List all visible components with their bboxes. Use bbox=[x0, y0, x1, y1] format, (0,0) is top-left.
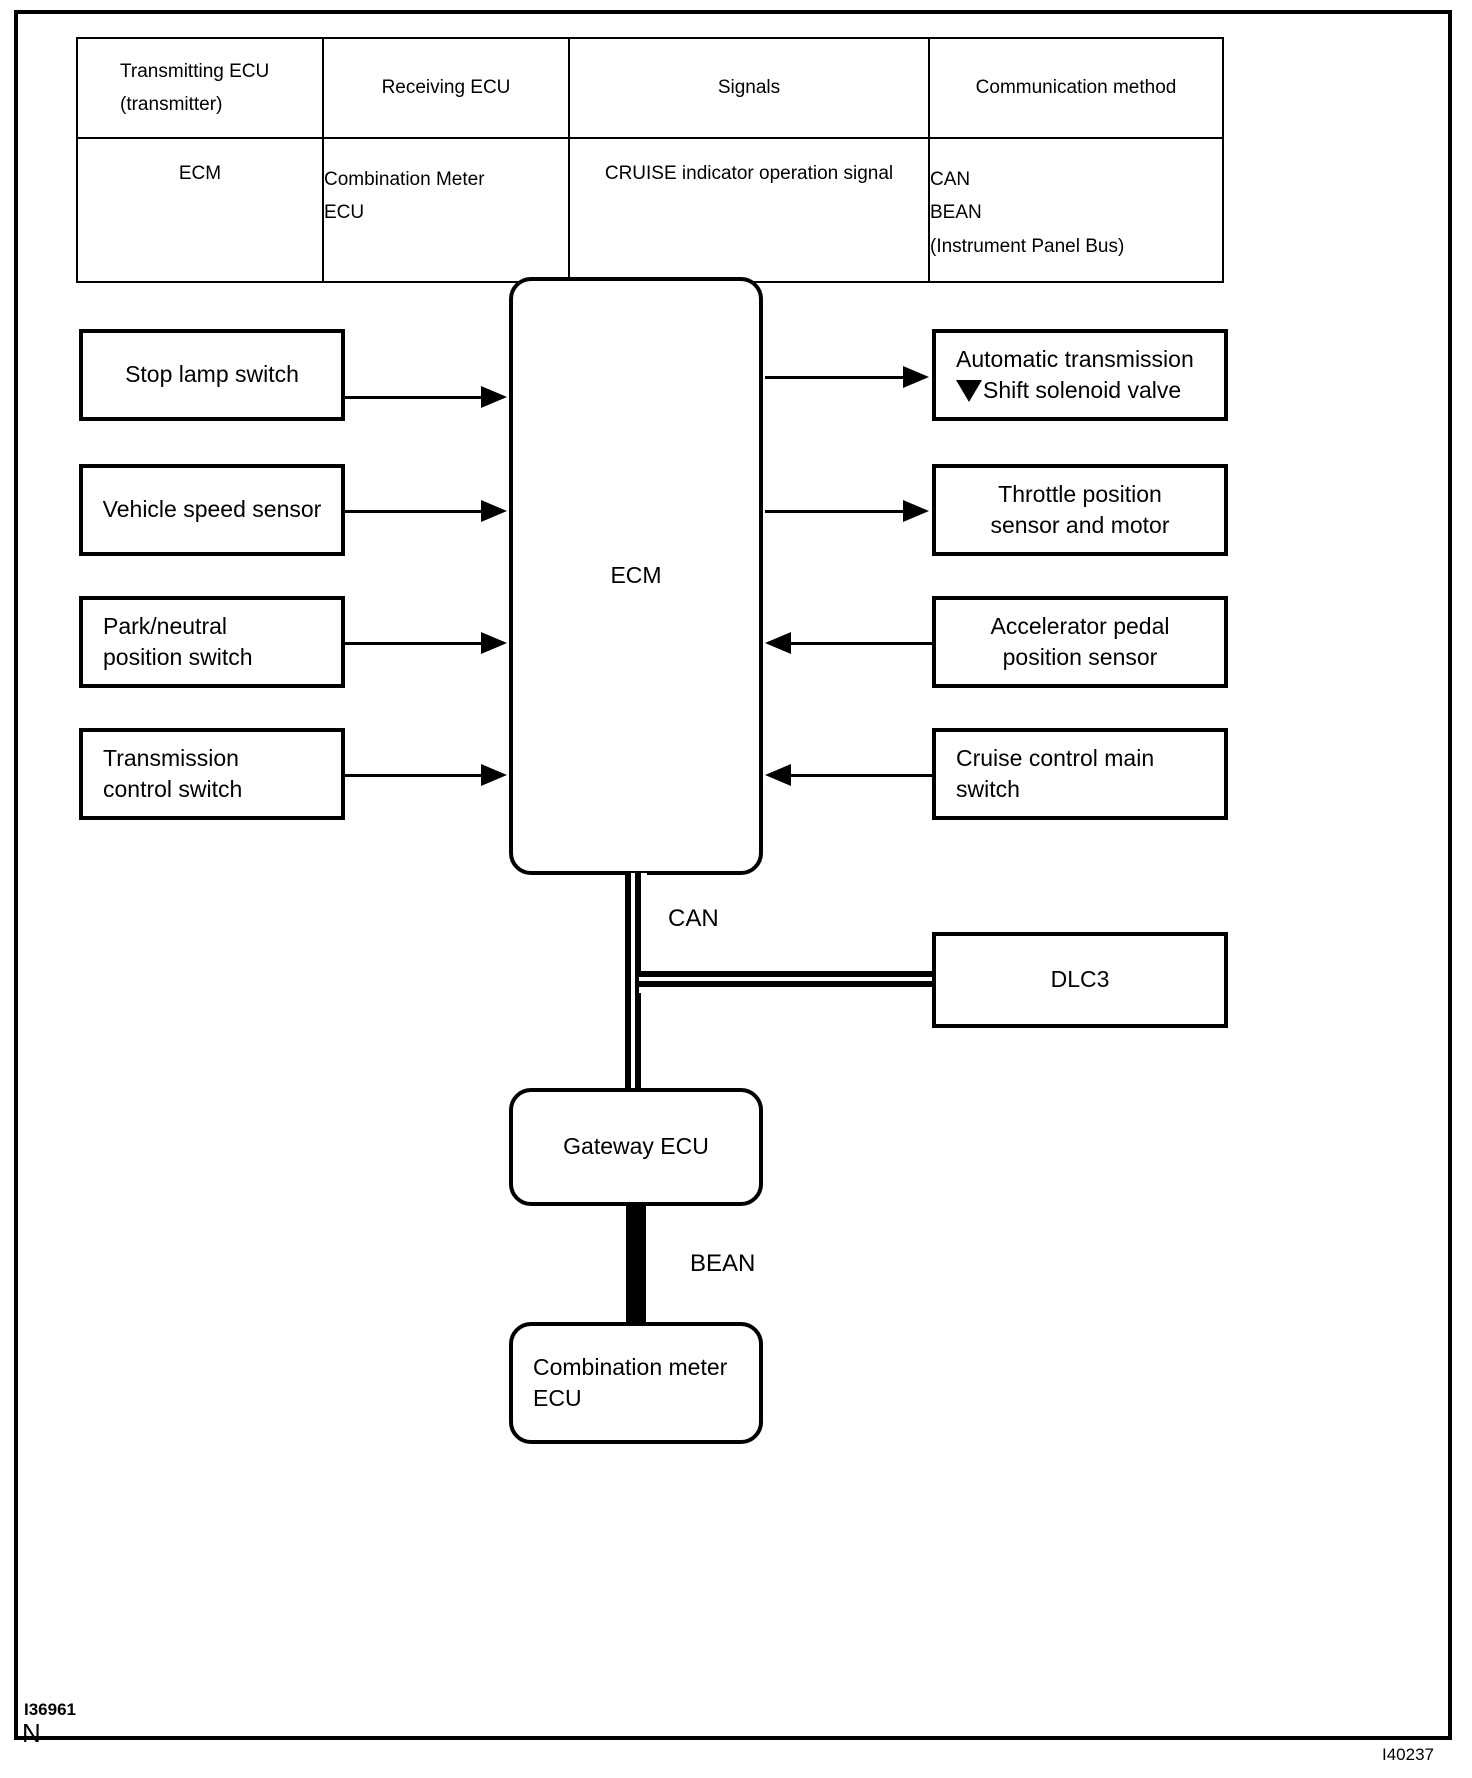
can-bus-trunk bbox=[625, 873, 647, 1091]
method-line1: CAN bbox=[930, 169, 971, 190]
vehicle-speed-sensor-label: Vehicle speed sensor bbox=[102, 496, 322, 523]
stop-lamp-switch-node: Stop lamp switch bbox=[79, 329, 345, 421]
arrow-transmission-control-icon bbox=[481, 764, 507, 786]
cruise-control-line2: switch bbox=[956, 776, 1020, 802]
shift-solenoid-valve-line: Shift solenoid valve bbox=[956, 375, 1224, 406]
connector-throttle-position bbox=[765, 510, 905, 513]
combination-meter-line2: ECU bbox=[533, 1385, 582, 1411]
can-bus-label: CAN bbox=[668, 905, 719, 932]
arrow-throttle-position-icon bbox=[903, 500, 929, 522]
arrow-stop-lamp-icon bbox=[481, 386, 507, 408]
connector-park-neutral bbox=[345, 642, 483, 645]
header-transmitting-line1: Transmitting ECU bbox=[120, 60, 270, 82]
arrow-park-neutral-icon bbox=[481, 632, 507, 654]
throttle-position-node: Throttle position sensor and motor bbox=[932, 464, 1228, 556]
method-line2: BEAN bbox=[930, 202, 982, 224]
cell-receiving-line2: ECU bbox=[324, 202, 365, 224]
table-header-signals: Signals bbox=[568, 37, 930, 139]
connector-cruise-control bbox=[791, 774, 932, 777]
table-row: ECM Combination Meter ECU CRUISE indicat… bbox=[76, 137, 1224, 283]
table-header-method: Communication method bbox=[928, 37, 1224, 139]
connector-accelerator-pedal bbox=[791, 642, 932, 645]
throttle-position-line2: sensor and motor bbox=[990, 512, 1170, 538]
dlc3-label: DLC3 bbox=[1050, 966, 1110, 993]
table-header-row: Transmitting ECU (transmitter) Receiving… bbox=[76, 37, 1224, 139]
method-line3: (Instrument Panel Bus) bbox=[930, 235, 1125, 257]
arrow-vehicle-speed-icon bbox=[481, 500, 507, 522]
combination-meter-line1: Combination meter bbox=[533, 1353, 728, 1380]
cell-signals: CRUISE indicator operation signal bbox=[568, 137, 930, 283]
park-neutral-position-switch-label: Park/neutral position switch bbox=[83, 611, 341, 673]
cruise-control-main-switch-node: Cruise control main switch bbox=[932, 728, 1228, 820]
table-header-transmitting: Transmitting ECU (transmitter) bbox=[76, 37, 324, 139]
combination-meter-ecu-node: Combination meter ECU bbox=[509, 1322, 763, 1444]
cell-communication-method: CAN BEAN (Instrument Panel Bus) bbox=[928, 137, 1224, 283]
footer-code-left: I36961 bbox=[24, 1700, 76, 1719]
bean-bus-line bbox=[626, 1204, 646, 1332]
vehicle-speed-sensor-node: Vehicle speed sensor bbox=[79, 464, 345, 556]
throttle-position-line1: Throttle position bbox=[998, 480, 1162, 507]
cruise-control-main-switch-label: Cruise control main switch bbox=[936, 743, 1224, 805]
gateway-ecu-node: Gateway ECU bbox=[509, 1088, 763, 1206]
transmission-control-switch-label: Transmission control switch bbox=[83, 743, 341, 805]
accelerator-pedal-line1: Accelerator pedal bbox=[990, 612, 1170, 639]
transmission-control-switch-node: Transmission control switch bbox=[79, 728, 345, 820]
park-neutral-position-switch-node: Park/neutral position switch bbox=[79, 596, 345, 688]
automatic-transmission-node: Automatic transmission Shift solenoid va… bbox=[932, 329, 1228, 421]
page-border bbox=[14, 10, 1452, 1740]
automatic-transmission-label: Automatic transmission Shift solenoid va… bbox=[936, 344, 1224, 406]
accelerator-pedal-line2: position sensor bbox=[1002, 644, 1158, 670]
connector-automatic-transmission bbox=[765, 376, 905, 379]
bean-bus-label: BEAN bbox=[690, 1250, 756, 1277]
connector-transmission-control bbox=[345, 774, 483, 777]
throttle-position-label: Throttle position sensor and motor bbox=[936, 479, 1224, 541]
triangle-down-icon bbox=[956, 380, 982, 402]
dlc3-node: DLC3 bbox=[932, 932, 1228, 1028]
arrow-cruise-control-icon bbox=[765, 764, 791, 786]
arrow-accelerator-pedal-icon bbox=[765, 632, 791, 654]
shift-solenoid-valve-text: Shift solenoid valve bbox=[983, 377, 1182, 403]
cell-transmitting-ecu: ECM bbox=[76, 137, 324, 283]
connector-stop-lamp bbox=[345, 396, 483, 399]
combination-meter-ecu-label: Combination meter ECU bbox=[513, 1352, 759, 1414]
footer-letter-left: N bbox=[22, 1718, 41, 1748]
communication-spec-table: Transmitting ECU (transmitter) Receiving… bbox=[76, 37, 1224, 283]
connector-vehicle-speed bbox=[345, 510, 483, 513]
accelerator-pedal-node: Accelerator pedal position sensor bbox=[932, 596, 1228, 688]
park-neutral-line2: position switch bbox=[103, 644, 253, 670]
header-transmitting-line2: (transmitter) bbox=[120, 94, 223, 115]
gateway-ecu-label: Gateway ECU bbox=[563, 1133, 709, 1160]
transmission-control-line2: control switch bbox=[103, 776, 243, 802]
cruise-control-line1: Cruise control main bbox=[956, 744, 1155, 771]
can-bus-branch-dlc3 bbox=[639, 971, 935, 993]
transmission-control-line1: Transmission bbox=[103, 744, 239, 771]
cell-receiving-line1: Combination Meter bbox=[324, 169, 485, 190]
footer-code-right: I40237 bbox=[1382, 1745, 1434, 1764]
accelerator-pedal-label: Accelerator pedal position sensor bbox=[936, 611, 1224, 673]
cell-receiving-ecu: Combination Meter ECU bbox=[322, 137, 570, 283]
automatic-transmission-line1: Automatic transmission bbox=[956, 345, 1194, 372]
ecm-node-label: ECM bbox=[610, 562, 662, 589]
ecm-node: ECM bbox=[509, 277, 763, 875]
arrow-automatic-transmission-icon bbox=[903, 366, 929, 388]
park-neutral-line1: Park/neutral bbox=[103, 612, 228, 639]
stop-lamp-switch-label: Stop lamp switch bbox=[125, 361, 299, 388]
table-header-receiving: Receiving ECU bbox=[322, 37, 570, 139]
